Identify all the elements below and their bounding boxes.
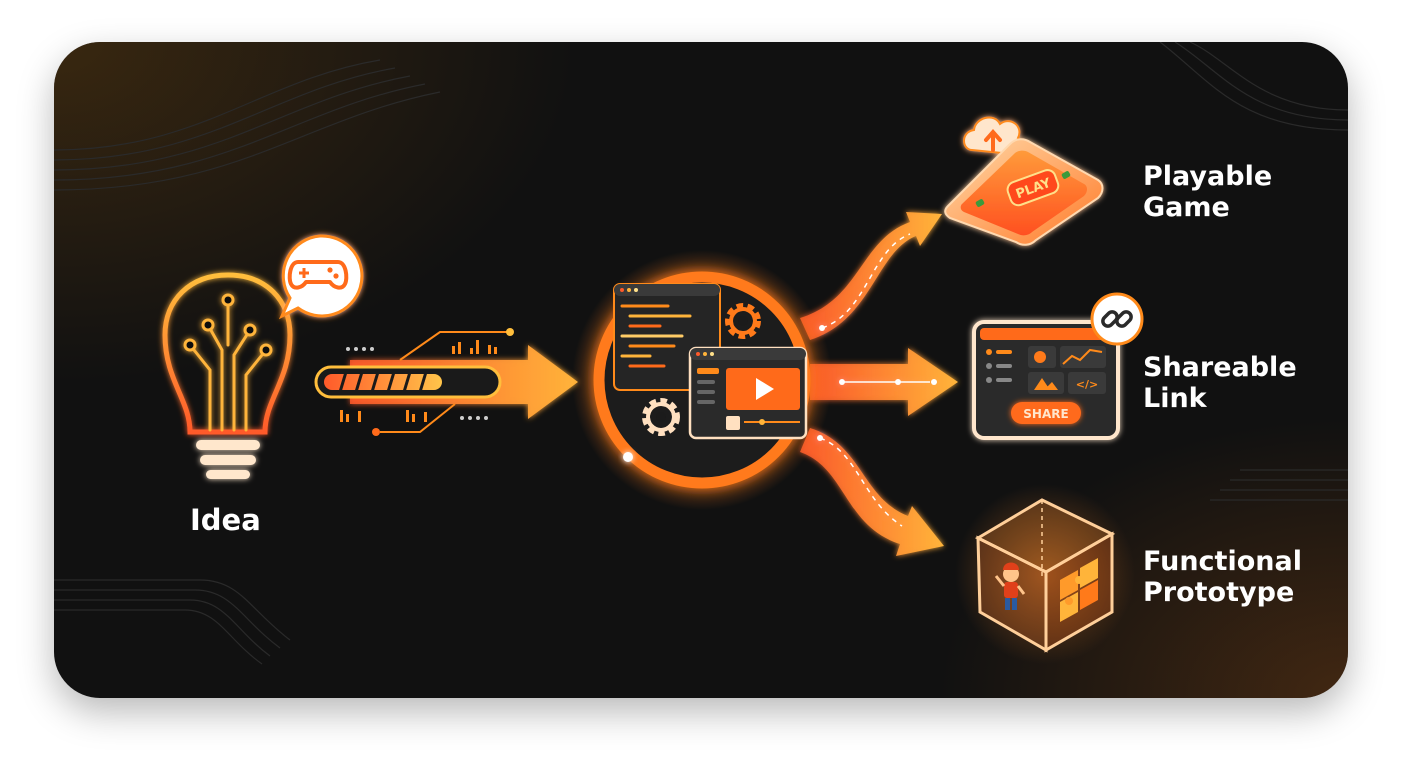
puzzle-piece-icon (1060, 558, 1098, 622)
puzzle-cube-icon (955, 484, 1135, 664)
playable-game-label: Playable Game (1143, 161, 1273, 223)
hub-output-arrows (800, 212, 958, 556)
gear-icon (642, 398, 680, 436)
phone-game-icon: PLAY (944, 116, 1104, 246)
svg-text:SHARE: SHARE (1023, 407, 1068, 421)
link-icon (1090, 292, 1144, 346)
tablet-share-icon: </> SHARE (972, 292, 1144, 440)
idea-bulb-icon (162, 272, 293, 479)
arrow-to-playable-game (800, 212, 942, 340)
gear-icon (725, 303, 761, 339)
arrow-to-shareable-link (810, 348, 958, 416)
gamepad-badge (278, 234, 364, 320)
progress-bar-fill (324, 371, 442, 393)
gamepad-icon (287, 260, 349, 290)
hub (572, 250, 832, 510)
character-figure-icon (994, 562, 1026, 610)
idea-to-hub-arrow (314, 328, 578, 436)
arrow-to-functional-prototype (800, 428, 944, 556)
shareable-link-label: Shareable Link (1143, 352, 1297, 414)
idea-label: Idea (190, 503, 261, 537)
svg-text:</>: </> (1076, 378, 1098, 391)
video-player-icon (688, 346, 808, 440)
functional-prototype-label: Functional Prototype (1143, 546, 1302, 608)
share-button: SHARE (1011, 402, 1081, 424)
background-decoration (54, 42, 1348, 698)
